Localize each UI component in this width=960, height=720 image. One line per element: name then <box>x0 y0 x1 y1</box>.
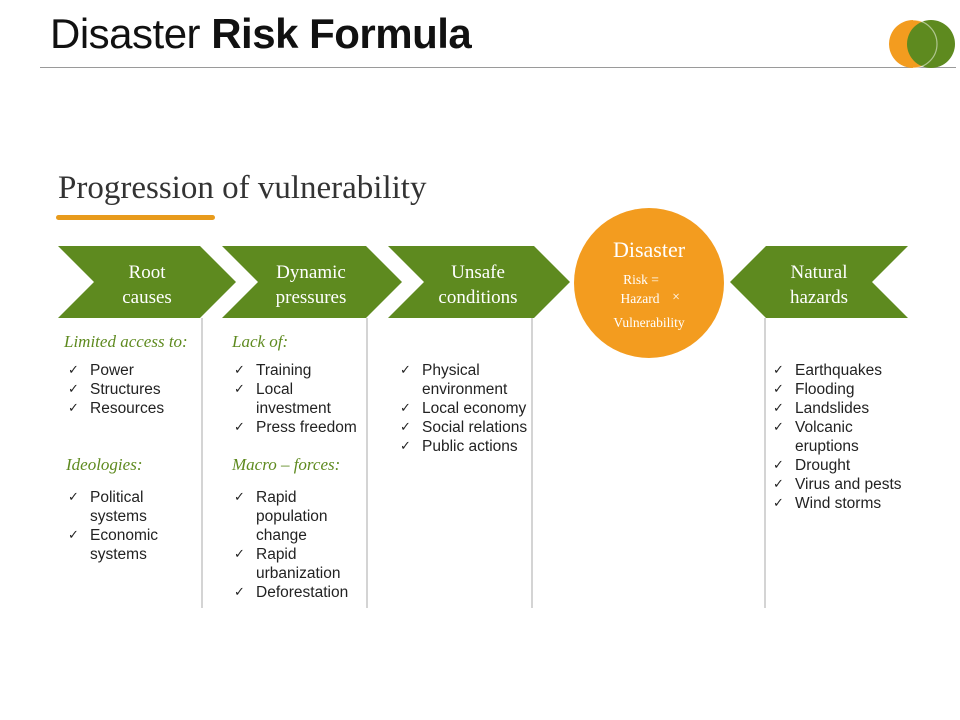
checkmark-icon: ✓ <box>400 363 411 378</box>
stage-label: Root <box>129 262 167 283</box>
checkmark-icon: ✓ <box>234 547 245 562</box>
list-item: ✓Press freedom <box>234 419 357 436</box>
checkmark-icon: ✓ <box>773 382 784 397</box>
formula-times: × <box>672 289 680 304</box>
list-item: ✓Political systems <box>68 489 147 525</box>
group-heading: Limited access to: <box>64 332 188 351</box>
stage-label: Unsafe <box>451 262 505 283</box>
group-heading: Macro – forces: <box>232 455 341 474</box>
list-item: ✓Power <box>68 362 134 379</box>
checkmark-icon: ✓ <box>400 401 411 416</box>
bullet-list: ✓Earthquakes ✓Flooding ✓Landslides ✓Volc… <box>771 361 911 513</box>
list-item: ✓Public actions <box>400 438 518 455</box>
checkmark-icon: ✓ <box>234 420 245 435</box>
stage-label: conditions <box>438 287 517 308</box>
chevron-unsafe-conditions <box>388 246 570 318</box>
group-heading: Ideologies: <box>66 455 143 474</box>
page-title: Disaster Risk Formula <box>50 10 472 58</box>
list-item: ✓Structures <box>68 381 161 398</box>
disaster-circle <box>574 208 724 358</box>
formula-risk: Risk = <box>623 272 659 287</box>
chevron-natural-hazards <box>730 246 908 318</box>
bullet-list: ✓Training ✓Local investment ✓Press freed… <box>232 361 364 437</box>
list-item: ✓Earthquakes <box>773 362 883 379</box>
list-item: ✓Local investment <box>234 381 331 417</box>
stage-label: causes <box>122 287 172 308</box>
title-divider <box>40 67 956 68</box>
list-item: ✓Wind storms <box>773 495 882 512</box>
subtitle-underline <box>56 215 215 220</box>
formula-hazard: Hazard <box>621 291 660 306</box>
section-subtitle: Progression of vulnerability <box>58 170 427 206</box>
checkmark-icon: ✓ <box>68 401 79 416</box>
checkmark-icon: ✓ <box>234 490 245 505</box>
list-item: ✓Drought <box>773 457 851 474</box>
checkmark-icon: ✓ <box>234 363 245 378</box>
list-item: ✓Economic systems <box>68 527 159 563</box>
list-item: ✓Local economy <box>400 400 527 417</box>
list-item: ✓Virus and pests <box>773 476 902 493</box>
checkmark-icon: ✓ <box>773 458 784 473</box>
checkmark-icon: ✓ <box>234 585 245 600</box>
list-item: ✓Rapid urbanization <box>234 546 341 582</box>
stage-label: pressures <box>276 287 347 308</box>
title-bold: Risk Formula <box>211 10 472 57</box>
checkmark-icon: ✓ <box>68 490 79 505</box>
checkmark-icon: ✓ <box>68 382 79 397</box>
checkmark-icon: ✓ <box>68 528 79 543</box>
stage-label: Dynamic <box>276 262 346 283</box>
checkmark-icon: ✓ <box>773 477 784 492</box>
list-item: ✓Training <box>234 362 312 379</box>
hazards-label: hazards <box>790 287 848 308</box>
title-regular: Disaster <box>50 10 201 57</box>
bullet-list: ✓Rapid population change ✓Rapid urbaniza… <box>232 488 349 602</box>
checkmark-icon: ✓ <box>773 401 784 416</box>
checkmark-icon: ✓ <box>773 363 784 378</box>
checkmark-icon: ✓ <box>400 439 411 454</box>
overlapping-circles-icon <box>889 19 955 69</box>
checkmark-icon: ✓ <box>773 420 784 435</box>
list-item: ✓Deforestation <box>234 584 349 601</box>
hazards-label: Natural <box>791 262 848 283</box>
list-item: ✓Flooding <box>773 381 855 398</box>
bullet-list: ✓Power ✓Structures ✓Resources <box>66 361 201 418</box>
disaster-title: Disaster <box>613 237 686 262</box>
list-item: ✓Physical environment <box>400 362 508 398</box>
chevron-dynamic-pressures <box>222 246 402 318</box>
list-item: ✓Rapid population change <box>234 489 328 544</box>
bullet-list: ✓Political systems ✓Economic systems <box>66 488 176 564</box>
checkmark-icon: ✓ <box>68 363 79 378</box>
list-item: ✓Volcanic eruptions <box>773 419 859 455</box>
list-item: ✓Landslides <box>773 400 870 417</box>
group-heading: Lack of: <box>232 332 289 351</box>
bullet-list: ✓Physical environment ✓Local economy ✓So… <box>398 361 528 456</box>
list-item: ✓Social relations <box>400 419 528 436</box>
formula-vulnerability: Vulnerability <box>613 315 684 330</box>
checkmark-icon: ✓ <box>773 496 784 511</box>
checkmark-icon: ✓ <box>234 382 245 397</box>
list-item: ✓Resources <box>68 400 165 417</box>
chevron-root-causes <box>58 246 236 318</box>
checkmark-icon: ✓ <box>400 420 411 435</box>
